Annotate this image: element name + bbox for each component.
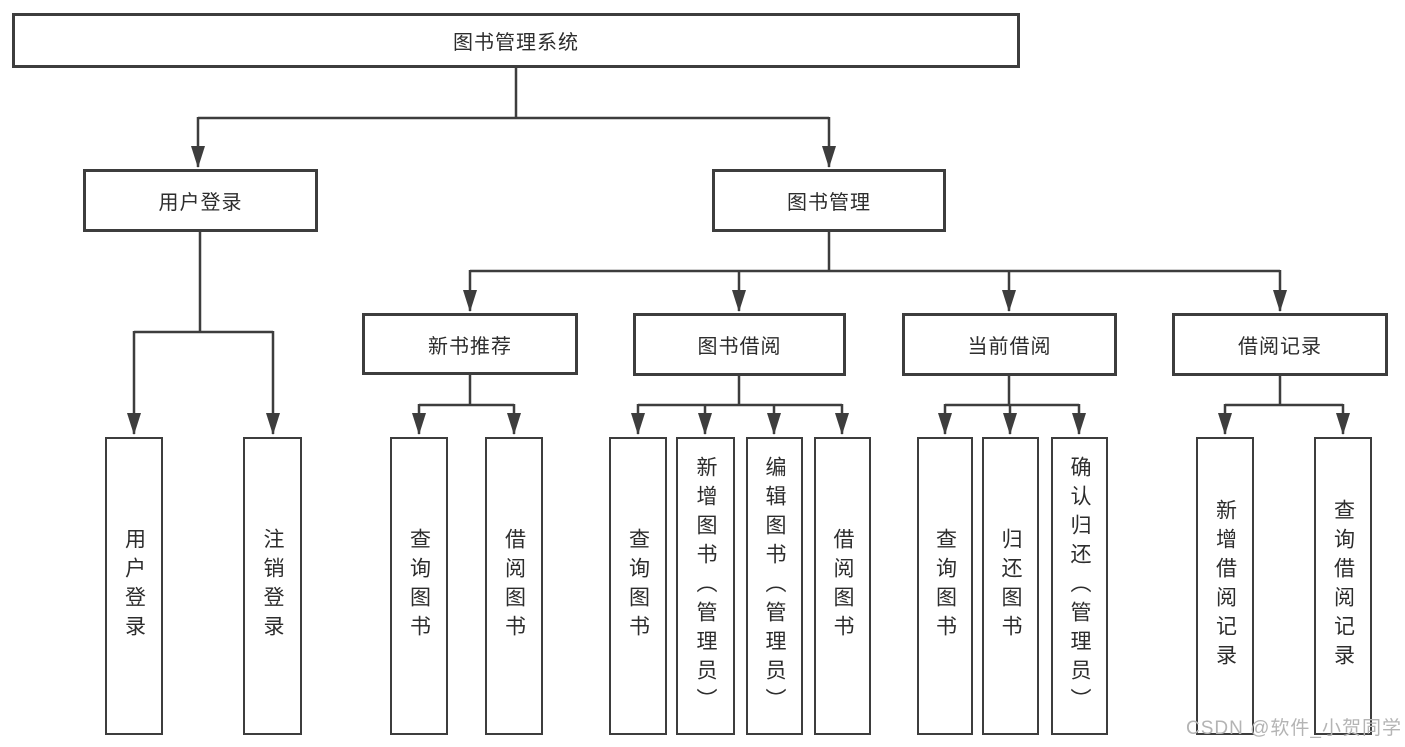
leaf-logout: 注销登录 [243, 437, 302, 735]
node-book-borrowing-label: 图书借阅 [697, 336, 782, 358]
leaf-user-login: 用户登录 [105, 437, 163, 735]
leaf-query-books-recommend-label: 查询图书 [407, 528, 431, 644]
node-book-management-label: 图书管理 [787, 192, 871, 214]
leaf-borrow-books-recommend: 借阅图书 [485, 437, 543, 735]
leaf-add-borrow-record: 新增借阅记录 [1196, 437, 1254, 735]
leaf-query-books-current-label: 查询图书 [933, 528, 957, 644]
node-book-management: 图书管理 [712, 169, 946, 232]
leaf-edit-book-admin: 编辑图书（管理员） [746, 437, 803, 735]
node-library-system-label: 图书管理系统 [453, 32, 579, 54]
leaf-borrow-books-recommend-label: 借阅图书 [502, 528, 526, 644]
node-current-borrowing: 当前借阅 [902, 313, 1117, 376]
node-borrowing-records-label: 借阅记录 [1238, 336, 1322, 358]
node-new-book-recommendation: 新书推荐 [362, 313, 578, 375]
leaf-query-books-current: 查询图书 [917, 437, 973, 735]
leaf-borrow-books-borrowing-label: 借阅图书 [831, 528, 854, 644]
leaf-query-books-borrowing-label: 查询图书 [626, 528, 650, 644]
csdn-watermark: CSDN @软件_小贺同学 [1186, 718, 1402, 739]
leaf-add-book-admin: 新增图书（管理员） [676, 437, 735, 735]
leaf-logout-label: 注销登录 [261, 528, 284, 644]
leaf-query-borrow-record-label: 查询借阅记录 [1331, 499, 1355, 673]
node-library-system: 图书管理系统 [12, 13, 1020, 68]
leaf-confirm-return-admin: 确认归还（管理员） [1051, 437, 1108, 735]
leaf-add-borrow-record-label: 新增借阅记录 [1213, 499, 1237, 673]
node-user-login-label: 用户登录 [158, 192, 243, 214]
leaf-query-books-recommend: 查询图书 [390, 437, 448, 735]
leaf-borrow-books-borrowing: 借阅图书 [814, 437, 871, 735]
leaf-return-book-label: 归还图书 [999, 528, 1022, 644]
leaf-query-borrow-record: 查询借阅记录 [1314, 437, 1372, 735]
node-current-borrowing-label: 当前借阅 [967, 336, 1052, 358]
leaf-add-book-admin-label: 新增图书（管理员） [694, 455, 717, 717]
node-book-borrowing: 图书借阅 [633, 313, 846, 376]
leaf-user-login-label: 用户登录 [122, 528, 146, 644]
node-user-login: 用户登录 [83, 169, 318, 232]
leaf-return-book: 归还图书 [982, 437, 1039, 735]
node-borrowing-records: 借阅记录 [1172, 313, 1388, 376]
leaf-confirm-return-admin-label: 确认归还（管理员） [1068, 455, 1091, 717]
leaf-query-books-borrowing: 查询图书 [609, 437, 667, 735]
node-new-book-recommendation-label: 新书推荐 [428, 335, 512, 358]
leaf-edit-book-admin-label: 编辑图书（管理员） [763, 455, 786, 717]
